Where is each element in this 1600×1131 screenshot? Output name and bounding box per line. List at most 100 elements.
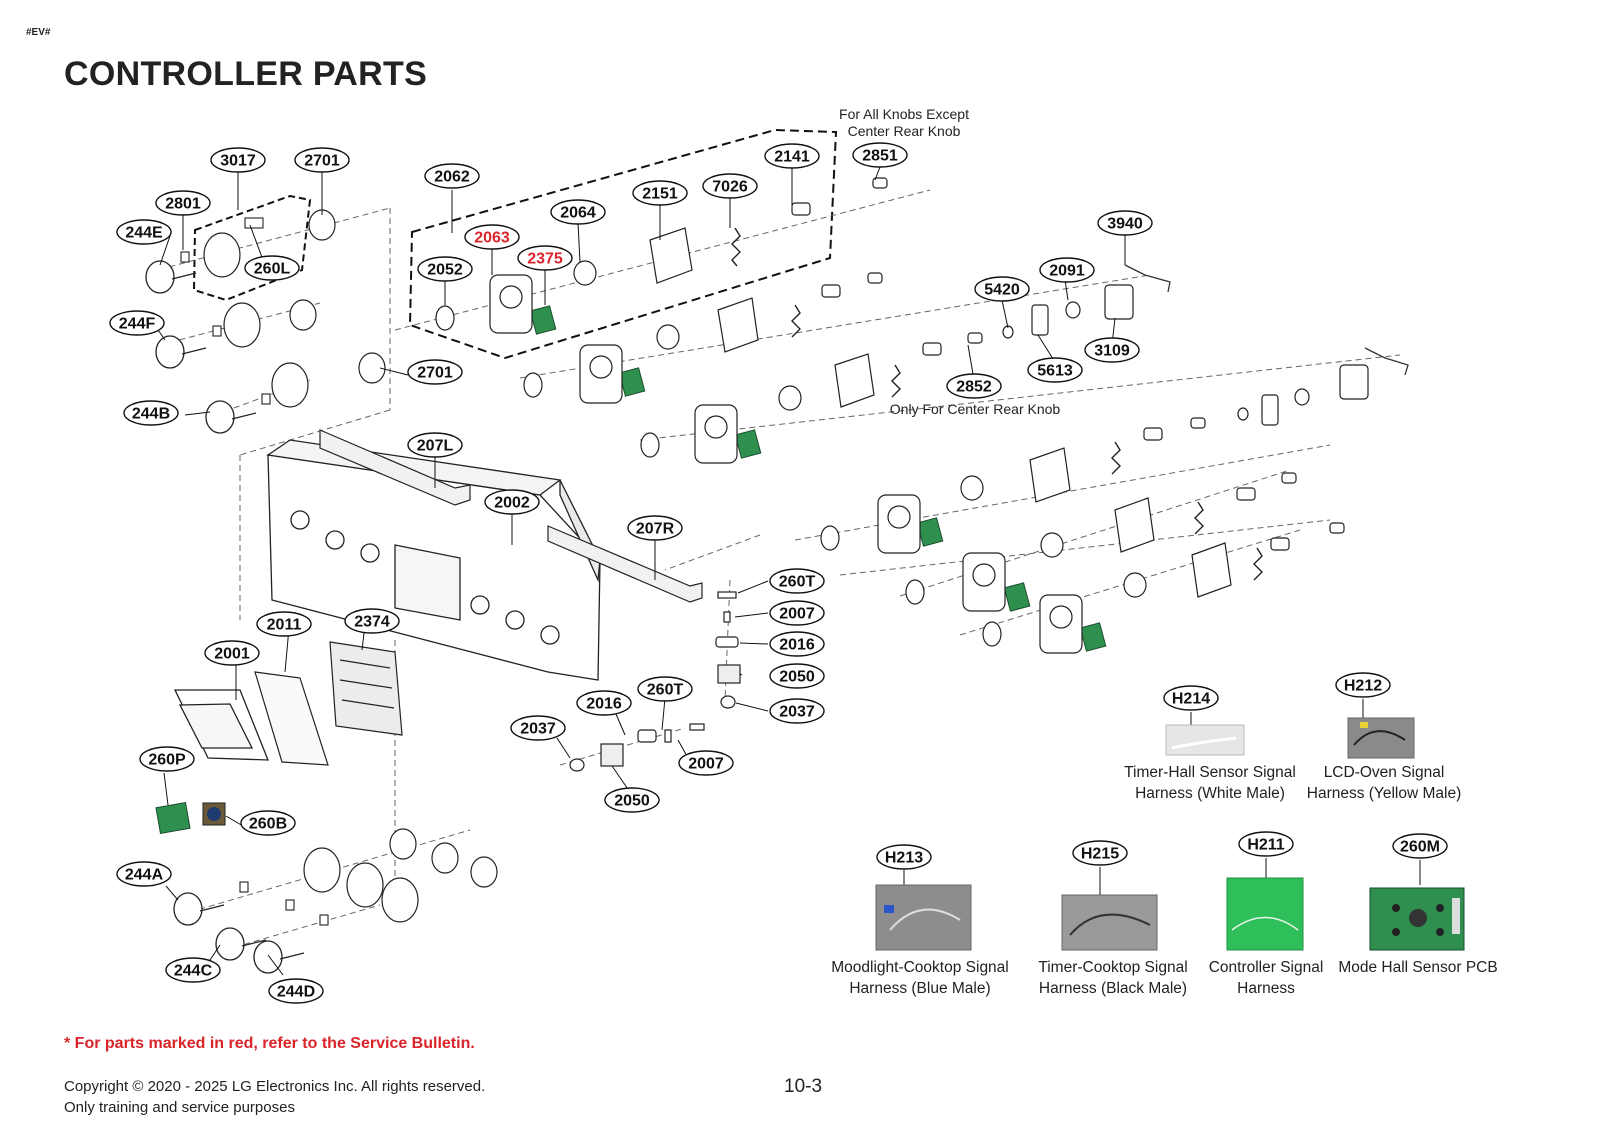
caption-line: Harness (White Male)	[1135, 785, 1285, 802]
caption-260M: Mode Hall Sensor PCB	[1318, 957, 1518, 978]
callout-260T: 260T	[637, 676, 693, 702]
callout-label: 244C	[174, 963, 213, 980]
callout-207L: 207L	[407, 432, 463, 458]
callout-H211: H211	[1238, 831, 1294, 857]
callout-oval	[165, 957, 221, 983]
caption-H211: Controller Signal Harness	[1166, 957, 1366, 999]
photo-260M	[1369, 887, 1465, 951]
callout-label: H211	[1247, 837, 1284, 854]
callout-2007: 2007	[769, 600, 825, 626]
callout-oval	[417, 256, 473, 282]
small-rings	[435, 260, 1147, 647]
control-panel-2002	[266, 439, 601, 681]
callout-oval	[769, 663, 825, 689]
callout-7026: 7026	[702, 173, 758, 199]
callout-260B: 260B	[240, 810, 296, 836]
callout-oval	[210, 147, 266, 173]
callout-2852: 2852	[946, 373, 1002, 399]
callout-label: 2007	[688, 756, 724, 773]
callout-label: 2701	[304, 153, 340, 170]
callout-label: 2374	[354, 614, 390, 631]
callout-oval	[1097, 210, 1153, 236]
switch-modules	[1002, 284, 1369, 426]
caption-line: Harness (Black Male)	[1038, 980, 1188, 997]
callout-label: 244E	[125, 225, 163, 242]
callout-2011: 2011	[256, 611, 312, 637]
callout-2050: 2050	[604, 787, 660, 813]
callout-label: 2851	[862, 148, 898, 165]
callout-oval	[244, 255, 300, 281]
callout-oval	[1238, 831, 1294, 857]
callout-label: 2016	[779, 637, 815, 654]
caption-line: Timer-Cooktop Signal	[1038, 959, 1188, 976]
pcb-boards	[155, 305, 1107, 834]
callout-label: 3940	[1107, 216, 1143, 233]
callout-2801: 2801	[155, 190, 211, 216]
callout-H215: H215	[1072, 840, 1128, 866]
callout-label: 244B	[132, 406, 170, 423]
callout-oval	[1163, 685, 1219, 711]
callout-2375: 2375	[517, 245, 573, 271]
callout-label: 2002	[494, 495, 530, 512]
callout-label: 260P	[148, 752, 186, 769]
clips	[180, 217, 329, 926]
group-outline-main	[408, 128, 838, 360]
callout-2016: 2016	[576, 690, 632, 716]
callout-label: 2064	[560, 205, 596, 222]
caption-H212: LCD-Oven Signal Harness (Yellow Male)	[1284, 762, 1484, 804]
callout-label: 207L	[417, 438, 454, 455]
page-title: CONTROLLER PARTS	[64, 55, 428, 93]
callout-oval	[344, 608, 400, 634]
callout-oval	[702, 173, 758, 199]
callout-oval	[769, 600, 825, 626]
callout-3017: 3017	[210, 147, 266, 173]
callout-oval	[769, 568, 825, 594]
callout-2062: 2062	[424, 163, 480, 189]
page-number: 10-3	[784, 1076, 823, 1097]
callout-oval	[550, 199, 606, 225]
caption-H214: Timer-Hall Sensor Signal Harness (White …	[1110, 762, 1310, 804]
callout-label: H212	[1344, 678, 1382, 695]
callout-label: 244D	[277, 984, 315, 1001]
knobs	[145, 260, 305, 974]
display-frame-2001	[173, 689, 269, 761]
callout-oval	[510, 715, 566, 741]
callout-3109: 3109	[1084, 337, 1140, 363]
caption-line: LCD-Oven Signal	[1323, 764, 1445, 781]
caption-line: Harness (Blue Male)	[849, 980, 991, 997]
callout-5420: 5420	[974, 276, 1030, 302]
callout-2701: 2701	[407, 359, 463, 385]
note-center-rear-knob: Only For Center Rear Knob	[890, 401, 1061, 417]
document-tag: #EV#	[26, 27, 51, 38]
callout-2007: 2007	[678, 750, 734, 776]
note-top-line1: For All Knobs Except	[839, 106, 969, 122]
callout-oval	[517, 245, 573, 271]
callout-oval	[116, 861, 172, 887]
callout-oval	[424, 163, 480, 189]
encoder-housings	[489, 274, 1083, 654]
caption-line: Timer-Hall Sensor Signal	[1124, 764, 1296, 781]
callout-oval	[876, 844, 932, 870]
callout-2016: 2016	[769, 631, 825, 657]
callout-5613: 5613	[1027, 357, 1083, 383]
trim-rail-207R	[547, 525, 703, 603]
callout-oval	[604, 787, 660, 813]
display-bracket-2374	[329, 641, 403, 736]
callout-260T: 260T	[769, 568, 825, 594]
caption-H213: Moodlight-Cooktop Signal Harness (Blue M…	[820, 957, 1020, 999]
callout-oval	[204, 640, 260, 666]
callout-2002: 2002	[484, 489, 540, 515]
callout-2091: 2091	[1039, 257, 1095, 283]
callout-label: 2852	[956, 379, 992, 396]
assembly-lines	[149, 189, 1401, 951]
mode-sensor-stack-left	[569, 723, 705, 772]
callout-label: 260T	[779, 574, 816, 591]
cam-plates	[649, 227, 1232, 598]
callout-oval	[576, 690, 632, 716]
callout-244C: 244C	[165, 957, 221, 983]
callout-2063: 2063	[464, 224, 520, 250]
callout-label: 2701	[417, 365, 453, 382]
callout-oval	[1335, 672, 1391, 698]
callout-oval	[1084, 337, 1140, 363]
callout-label: 2375	[527, 251, 563, 268]
